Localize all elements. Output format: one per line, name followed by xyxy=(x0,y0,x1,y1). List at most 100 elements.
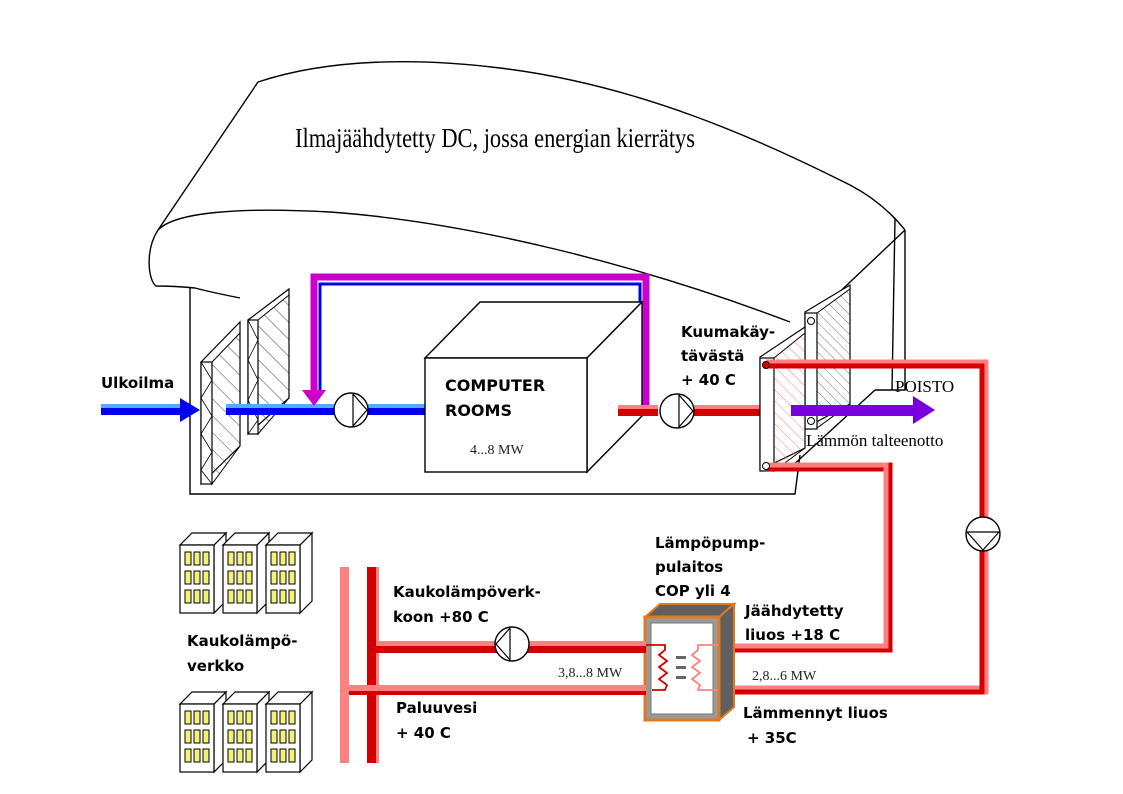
building-window xyxy=(227,710,235,725)
building-window xyxy=(288,551,296,566)
pump-icon xyxy=(494,626,530,662)
building-window xyxy=(193,551,201,566)
heat-exchanger-icon xyxy=(759,325,806,472)
hot-exhaust-label-line3: + 40 C xyxy=(681,371,736,389)
building-icon xyxy=(221,531,271,615)
building-window xyxy=(202,748,210,763)
building-window xyxy=(288,570,296,585)
dh-network-label-line2: verkko xyxy=(187,657,244,675)
building-window xyxy=(279,729,287,744)
warmed-solution-label-line1: Lämmennyt liuos xyxy=(743,704,888,722)
building-window xyxy=(227,570,235,585)
hot-exhaust-label-line1: Kuumakäy- xyxy=(681,323,775,341)
computer-rooms-label-line1: COMPUTER xyxy=(445,376,545,395)
building-icon xyxy=(221,690,271,774)
building-icon xyxy=(178,531,228,615)
building-window xyxy=(270,551,278,566)
building-window xyxy=(288,589,296,604)
computer-rooms-label-line2: ROOMS xyxy=(445,401,512,420)
building-window xyxy=(202,710,210,725)
building-window xyxy=(288,710,296,725)
building-window xyxy=(245,551,253,566)
inlet-arrow-icon xyxy=(180,398,200,422)
dh-network-label-line1: Kaukolämpö- xyxy=(187,632,297,650)
cooled-solution-label-line2: liuos +18 C xyxy=(745,626,840,644)
building-window xyxy=(279,589,287,604)
exhaust-label: POISTO xyxy=(895,377,954,396)
building-window xyxy=(236,710,244,725)
building-window xyxy=(236,589,244,604)
heat-pump-label-line3: COP yli 4 xyxy=(655,582,731,600)
filter-icon xyxy=(247,287,290,436)
cold-air-pipe xyxy=(101,398,426,422)
building-window xyxy=(270,748,278,763)
building-window xyxy=(245,729,253,744)
diagram-title: Ilmajäähdytetty DC, jossa energian kierr… xyxy=(295,123,695,153)
building-window xyxy=(227,551,235,566)
building-window xyxy=(279,570,287,585)
warmed-solution-label-line2: + 35C xyxy=(747,729,797,747)
building-window xyxy=(184,748,192,763)
building-window xyxy=(193,570,201,585)
building-window xyxy=(193,589,201,604)
dh-power: 3,8...8 MW xyxy=(558,666,623,681)
pump-icon xyxy=(659,393,695,429)
building-icon xyxy=(264,690,314,774)
building-window xyxy=(288,729,296,744)
building-window xyxy=(245,570,253,585)
pump-icon xyxy=(333,392,369,428)
heat-pump-label-line2: pulaitos xyxy=(655,558,723,576)
building-window xyxy=(184,589,192,604)
building-window xyxy=(227,589,235,604)
hot-exhaust-label-line2: tävästä xyxy=(681,347,744,365)
building-window xyxy=(245,589,253,604)
district-heating-buildings xyxy=(178,531,314,774)
heat-exchanger-icon xyxy=(804,283,851,430)
building-icon xyxy=(264,531,314,615)
building-window xyxy=(202,589,210,604)
building-window xyxy=(236,729,244,744)
dh-supply-label-line2: koon +80 C xyxy=(393,608,489,626)
building-window xyxy=(184,729,192,744)
hot-air-pipe xyxy=(618,405,760,416)
outdoor-air-label: Ulkoilma xyxy=(101,374,174,392)
building-window xyxy=(202,729,210,744)
building-window xyxy=(202,551,210,566)
building-window xyxy=(270,729,278,744)
building-window xyxy=(184,551,192,566)
computer-rooms-power: 4...8 MW xyxy=(470,443,524,458)
pump-icon xyxy=(965,516,1001,552)
building-window xyxy=(270,570,278,585)
building-window xyxy=(184,570,192,585)
building-icon xyxy=(178,690,228,774)
building-window xyxy=(236,748,244,763)
heat-pump-icon xyxy=(642,601,737,723)
recovery-power: 2,8...6 MW xyxy=(752,669,817,684)
datacenter-building-outline xyxy=(148,61,906,495)
heat-pump-label-line1: Lämpöpump- xyxy=(655,534,765,552)
cooled-solution-label-line1: Jäähdytetty xyxy=(744,602,844,620)
filter-icon xyxy=(200,320,241,486)
return-water-label-line2: + 40 C xyxy=(396,724,451,742)
recirculation-arrow-icon xyxy=(302,390,326,406)
heat-recovery-label: Lämmön talteenotto xyxy=(806,431,943,450)
building-window xyxy=(202,570,210,585)
return-water-label-line1: Paluuvesi xyxy=(396,699,477,717)
building-window xyxy=(245,748,253,763)
computer-rooms-box xyxy=(423,300,644,474)
dh-supply-label-line1: Kaukolämpöverk- xyxy=(393,583,541,601)
building-window xyxy=(288,748,296,763)
building-window xyxy=(245,710,253,725)
building-window xyxy=(236,551,244,566)
building-window xyxy=(236,570,244,585)
building-window xyxy=(270,710,278,725)
building-window xyxy=(279,551,287,566)
building-window xyxy=(227,729,235,744)
building-window xyxy=(270,589,278,604)
exhaust-arrow-icon xyxy=(791,396,935,424)
building-window xyxy=(193,748,201,763)
building-window xyxy=(279,710,287,725)
building-window xyxy=(193,729,201,744)
building-window xyxy=(227,748,235,763)
